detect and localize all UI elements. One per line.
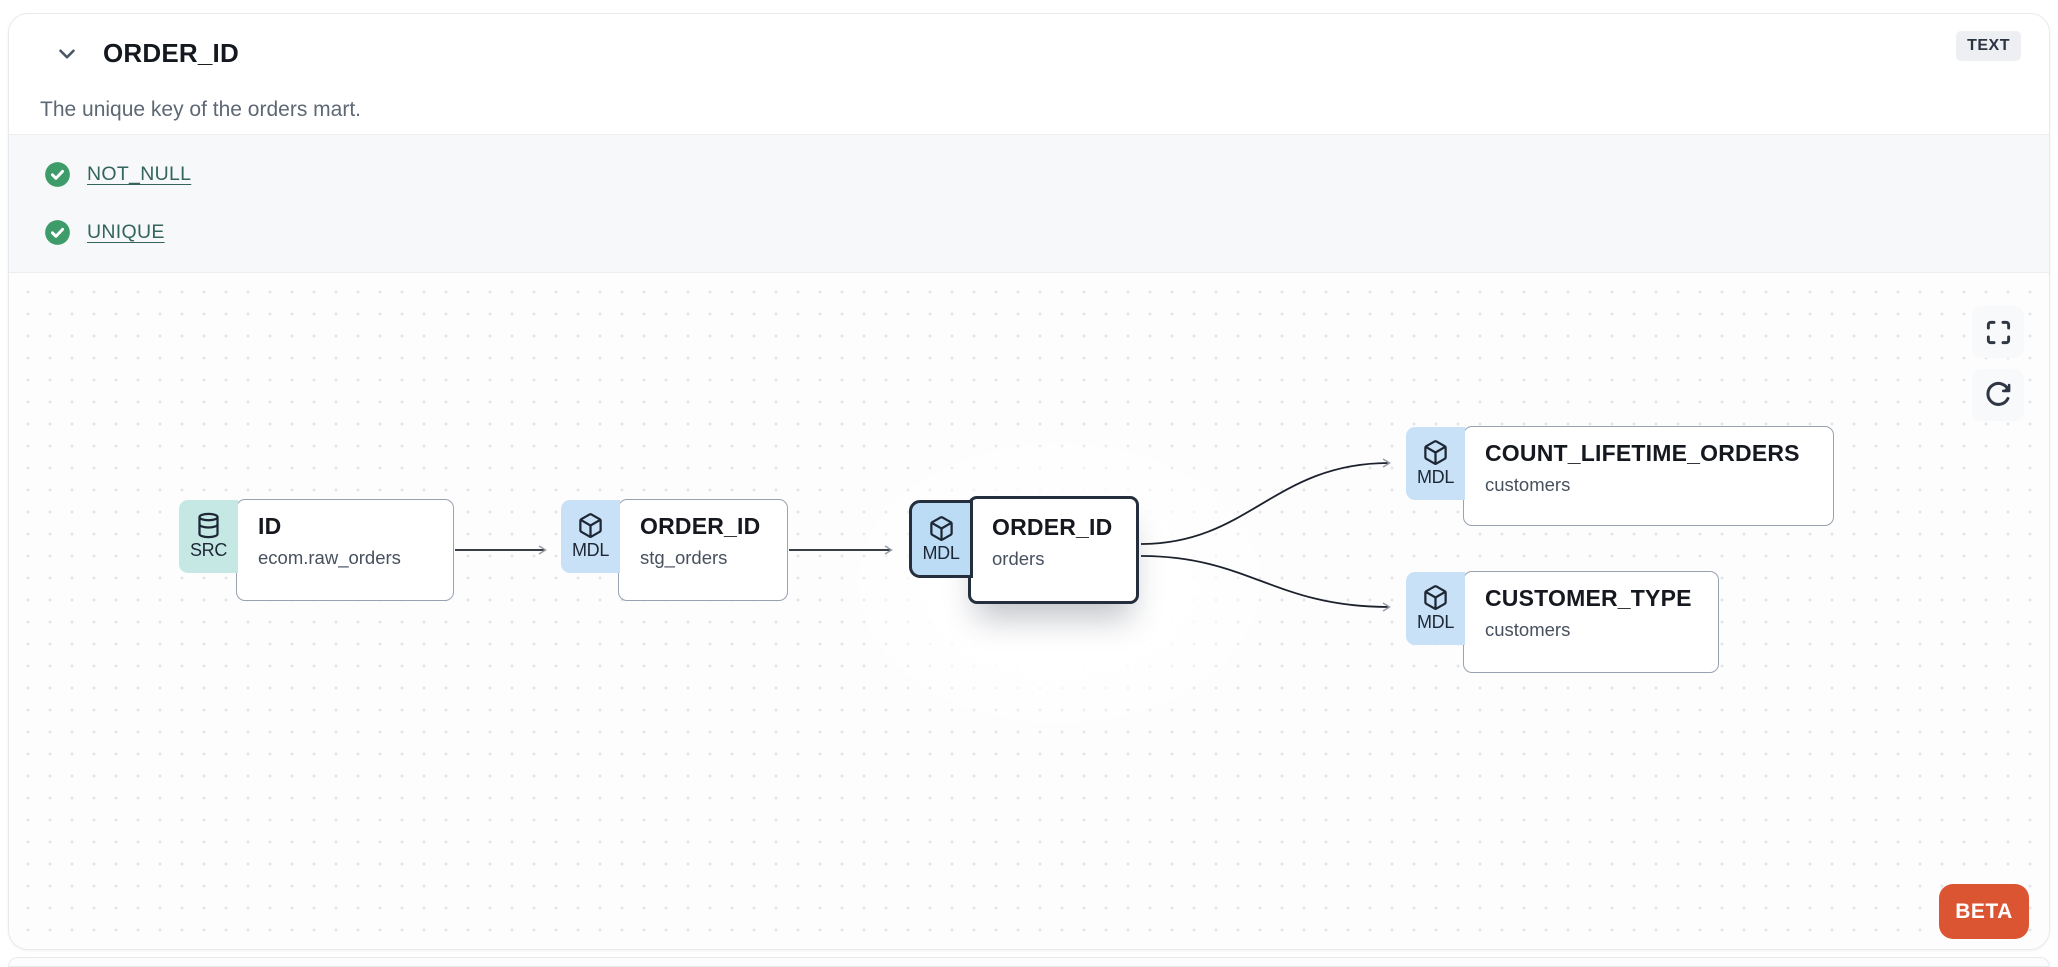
node-badge-label: MDL bbox=[922, 542, 960, 563]
lineage-node-source[interactable]: SRC ID ecom.raw_orders bbox=[179, 499, 454, 601]
node-title: COUNT_LIFETIME_ORDERS bbox=[1485, 440, 1800, 466]
lineage-node-customer-type[interactable]: MDL CUSTOMER_TYPE customers bbox=[1406, 571, 1719, 673]
edge-mart-count bbox=[1140, 458, 1391, 545]
node-title: ID bbox=[258, 513, 282, 539]
data-type-badge: TEXT bbox=[1956, 31, 2021, 61]
database-icon bbox=[198, 512, 219, 539]
node-subtitle: orders bbox=[992, 548, 1045, 569]
lineage-node-count-lifetime-orders[interactable]: MDL COUNT_LIFETIME_ORDERS customers bbox=[1406, 426, 1834, 526]
node-type-badge: MDL bbox=[909, 500, 973, 578]
refresh-button[interactable] bbox=[1972, 369, 2024, 421]
node-type-badge: SRC bbox=[179, 500, 238, 573]
lineage-node-staging[interactable]: MDL ORDER_ID stg_orders bbox=[561, 499, 788, 601]
chevron-down-icon bbox=[59, 48, 75, 59]
refresh-icon bbox=[1986, 381, 2011, 406]
node-subtitle: customers bbox=[1485, 474, 1571, 495]
node-title: ORDER_ID bbox=[640, 513, 761, 539]
test-link-not-null[interactable]: NOT_NULL bbox=[87, 162, 192, 185]
lineage-node-mart-selected[interactable]: MDL ORDER_ID orders bbox=[909, 496, 1139, 604]
collapse-button[interactable] bbox=[54, 41, 80, 67]
tests-section: NOT_NULL UNIQUE bbox=[9, 134, 2049, 273]
canvas-controls bbox=[1972, 306, 2024, 421]
node-subtitle: ecom.raw_orders bbox=[258, 547, 401, 568]
node-title: CUSTOMER_TYPE bbox=[1485, 585, 1692, 611]
test-row[interactable]: UNIQUE bbox=[44, 210, 165, 254]
cube-icon bbox=[1424, 585, 1447, 610]
node-type-badge: MDL bbox=[1406, 427, 1465, 500]
beta-badge: BETA bbox=[1939, 884, 2029, 939]
node-badge-label: MDL bbox=[1416, 467, 1455, 487]
check-circle-icon bbox=[45, 219, 70, 245]
cube-icon bbox=[579, 513, 602, 538]
node-type-badge: MDL bbox=[1406, 572, 1465, 645]
cube-icon bbox=[1424, 440, 1447, 465]
node-subtitle: customers bbox=[1485, 619, 1571, 640]
fullscreen-icon bbox=[1986, 320, 2010, 344]
lineage-edges bbox=[455, 458, 1391, 612]
node-subtitle: stg_orders bbox=[640, 547, 728, 568]
column-description: The unique key of the orders mart. bbox=[40, 98, 361, 121]
test-row[interactable]: NOT_NULL bbox=[44, 152, 191, 196]
node-badge-label: SRC bbox=[189, 540, 228, 560]
node-type-badge: MDL bbox=[561, 500, 620, 573]
node-title: ORDER_ID bbox=[992, 514, 1113, 540]
column-title: ORDER_ID bbox=[103, 38, 239, 68]
fullscreen-button[interactable] bbox=[1972, 306, 2024, 358]
column-details-card: ORDER_ID TEXT The unique key of the orde… bbox=[8, 13, 2050, 950]
check-circle-icon bbox=[45, 161, 70, 187]
edge-mart-ctype bbox=[1140, 555, 1391, 612]
next-section-edge bbox=[8, 957, 2050, 967]
node-badge-label: MDL bbox=[571, 540, 610, 560]
header: ORDER_ID TEXT The unique key of the orde… bbox=[9, 14, 2049, 134]
title-row: ORDER_ID bbox=[40, 38, 2021, 69]
test-link-unique[interactable]: UNIQUE bbox=[87, 220, 165, 243]
cube-icon bbox=[929, 515, 953, 541]
lineage-canvas[interactable]: SRC ID ecom.raw_orders MDL ORDER_ID stg_… bbox=[9, 273, 2049, 948]
node-badge-label: MDL bbox=[1416, 612, 1455, 632]
